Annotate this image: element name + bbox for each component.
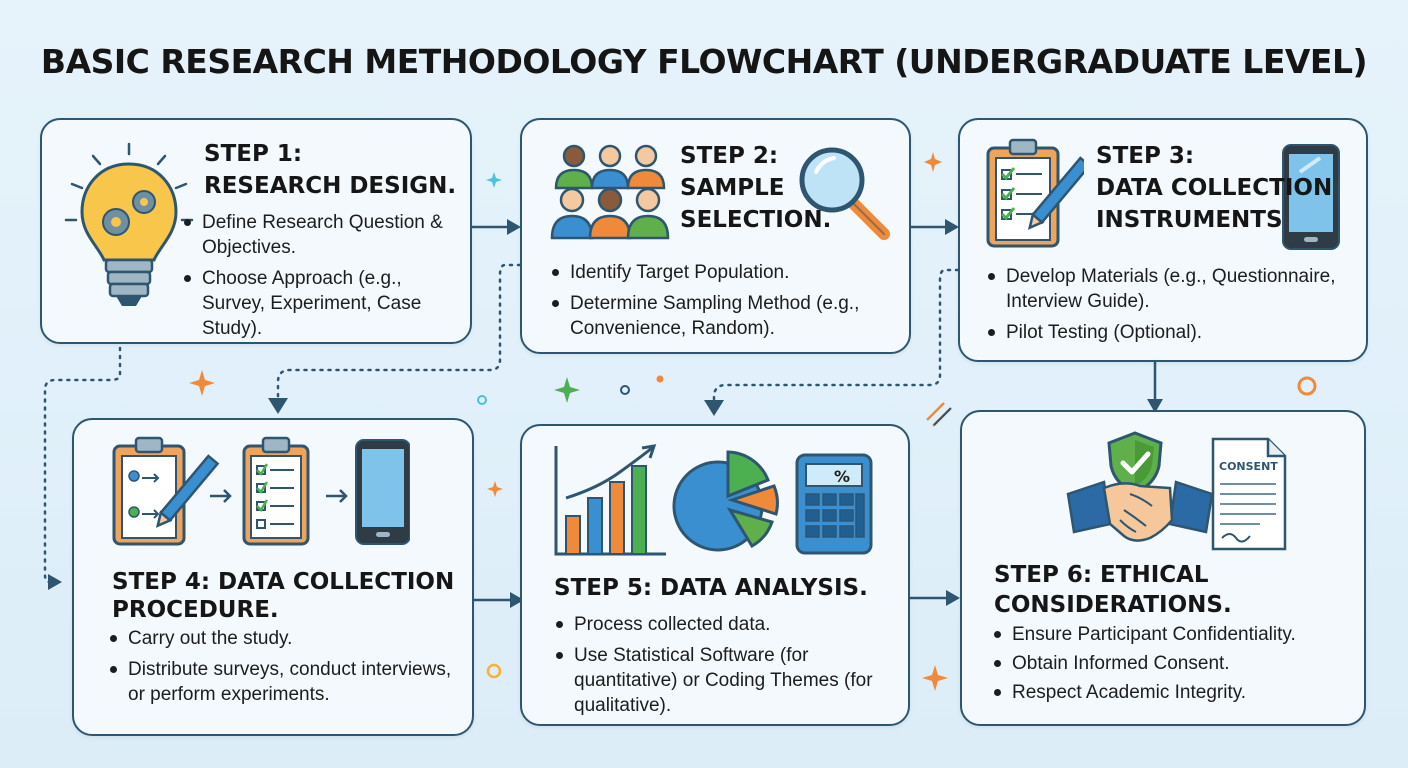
checklist-icon xyxy=(242,436,310,546)
step-3-title: STEP 3: DATA COLLECTION INSTRUMENTS xyxy=(1096,143,1333,233)
lightbulb-gears-icon xyxy=(64,142,194,306)
step-5-title: STEP 5: DATA ANALYSIS. xyxy=(554,575,868,601)
step-5-bullets: Process collected data. Use Statistical … xyxy=(552,612,902,724)
arrowhead-dotted-3-5 xyxy=(704,400,724,416)
page-title: BASIC RESEARCH METHODOLOGY FLOWCHART (UN… xyxy=(40,42,1368,81)
step-6-bullet-2: Obtain Informed Consent. xyxy=(990,651,1360,676)
step-1-card: STEP 1: RESEARCH DESIGN. Define Research… xyxy=(40,118,472,344)
step-4-title: STEP 4: DATA COLLECTION PROCEDURE. xyxy=(112,569,455,623)
arrowhead-dotted-1-4 xyxy=(48,574,62,590)
handshake-icon xyxy=(1066,480,1214,542)
step-5-card: % STEP 5: DATA ANALYSIS. Process collect… xyxy=(520,424,910,726)
step-3-bullet-2: Pilot Testing (Optional). xyxy=(984,320,1354,345)
step-2-bullet-2: Determine Sampling Method (e.g., Conveni… xyxy=(548,291,898,341)
dotted-connector-1-4 xyxy=(43,298,122,584)
arrowhead-dotted-2-4 xyxy=(268,398,288,414)
step-4-card: STEP 4: DATA COLLECTION PROCEDURE. Carry… xyxy=(72,418,474,736)
calculator-icon: % xyxy=(795,453,873,555)
step-1-bullet-1: Define Research Question & Objectives. xyxy=(180,210,462,260)
step-6-bullet-3: Respect Academic Integrity. xyxy=(990,680,1360,705)
step-2-bullets: Identify Target Population. Determine Sa… xyxy=(548,260,898,347)
sparkle-decorations xyxy=(189,152,1317,691)
step-6-bullet-1: Ensure Participant Confidentiality. xyxy=(990,622,1360,647)
checklist-clipboard-icon xyxy=(986,138,1084,248)
step-2-title: STEP 2: SAMPLE SELECTION. xyxy=(680,143,832,233)
arrowhead-1-2 xyxy=(507,219,521,235)
chart-icon xyxy=(554,444,666,556)
magnifier-icon xyxy=(799,147,890,240)
calculator-percent-label: % xyxy=(834,467,850,486)
step-5-bullet-1: Process collected data. xyxy=(552,612,902,637)
step-3-bullets: Develop Materials (e.g., Questionnaire, … xyxy=(984,264,1354,351)
people-group-icon xyxy=(550,144,670,240)
step-4-bullet-2: Distribute surveys, conduct interviews, … xyxy=(106,657,468,707)
clipboard-pen-icon xyxy=(112,436,220,546)
step-1-bullet-2: Choose Approach (e.g., Survey, Experimen… xyxy=(180,266,462,341)
tablet-device-icon xyxy=(355,439,410,545)
arrowhead-2-3 xyxy=(945,219,959,235)
arrowhead-3-6 xyxy=(1147,399,1163,413)
step-2-bullet-1: Identify Target Population. xyxy=(548,260,898,285)
step-4-bullet-1: Carry out the study. xyxy=(106,626,468,651)
procedure-flow-icon xyxy=(112,436,410,546)
step-1-title: STEP 1: RESEARCH DESIGN. xyxy=(204,141,457,199)
pie-chart-icon xyxy=(672,450,779,552)
step-3-bullet-1: Develop Materials (e.g., Questionnaire, … xyxy=(984,264,1354,314)
arrowhead-5-6 xyxy=(946,590,960,606)
step-4-bullets: Carry out the study. Distribute surveys,… xyxy=(106,626,468,713)
consent-label: CONSENT xyxy=(1219,460,1278,473)
consent-document-icon: CONSENT xyxy=(1211,437,1287,551)
tablet-icon xyxy=(1282,144,1340,250)
step-6-bullets: Ensure Participant Confidentiality. Obta… xyxy=(990,622,1360,711)
step-2-card: STEP 2: SAMPLE SELECTION. Identify Targe… xyxy=(520,118,911,354)
dotted-connector-3-5 xyxy=(712,268,960,402)
step-5-bullet-2: Use Statistical Software (for quantitati… xyxy=(552,643,902,718)
step-1-bullets: Define Research Question & Objectives. C… xyxy=(180,210,462,347)
arrowhead-4-5 xyxy=(510,592,524,608)
step-6-card: CONSENT STEP 6: ETHICAL CONSIDERATIONS. … xyxy=(960,410,1366,726)
shield-check-icon xyxy=(1107,431,1163,495)
step-3-card: STEP 3: DATA COLLECTION INSTRUMENTS Deve… xyxy=(958,118,1368,362)
step-6-title: STEP 6: ETHICAL CONSIDERATIONS. xyxy=(994,562,1232,618)
dotted-connector-2-4 xyxy=(276,263,522,400)
